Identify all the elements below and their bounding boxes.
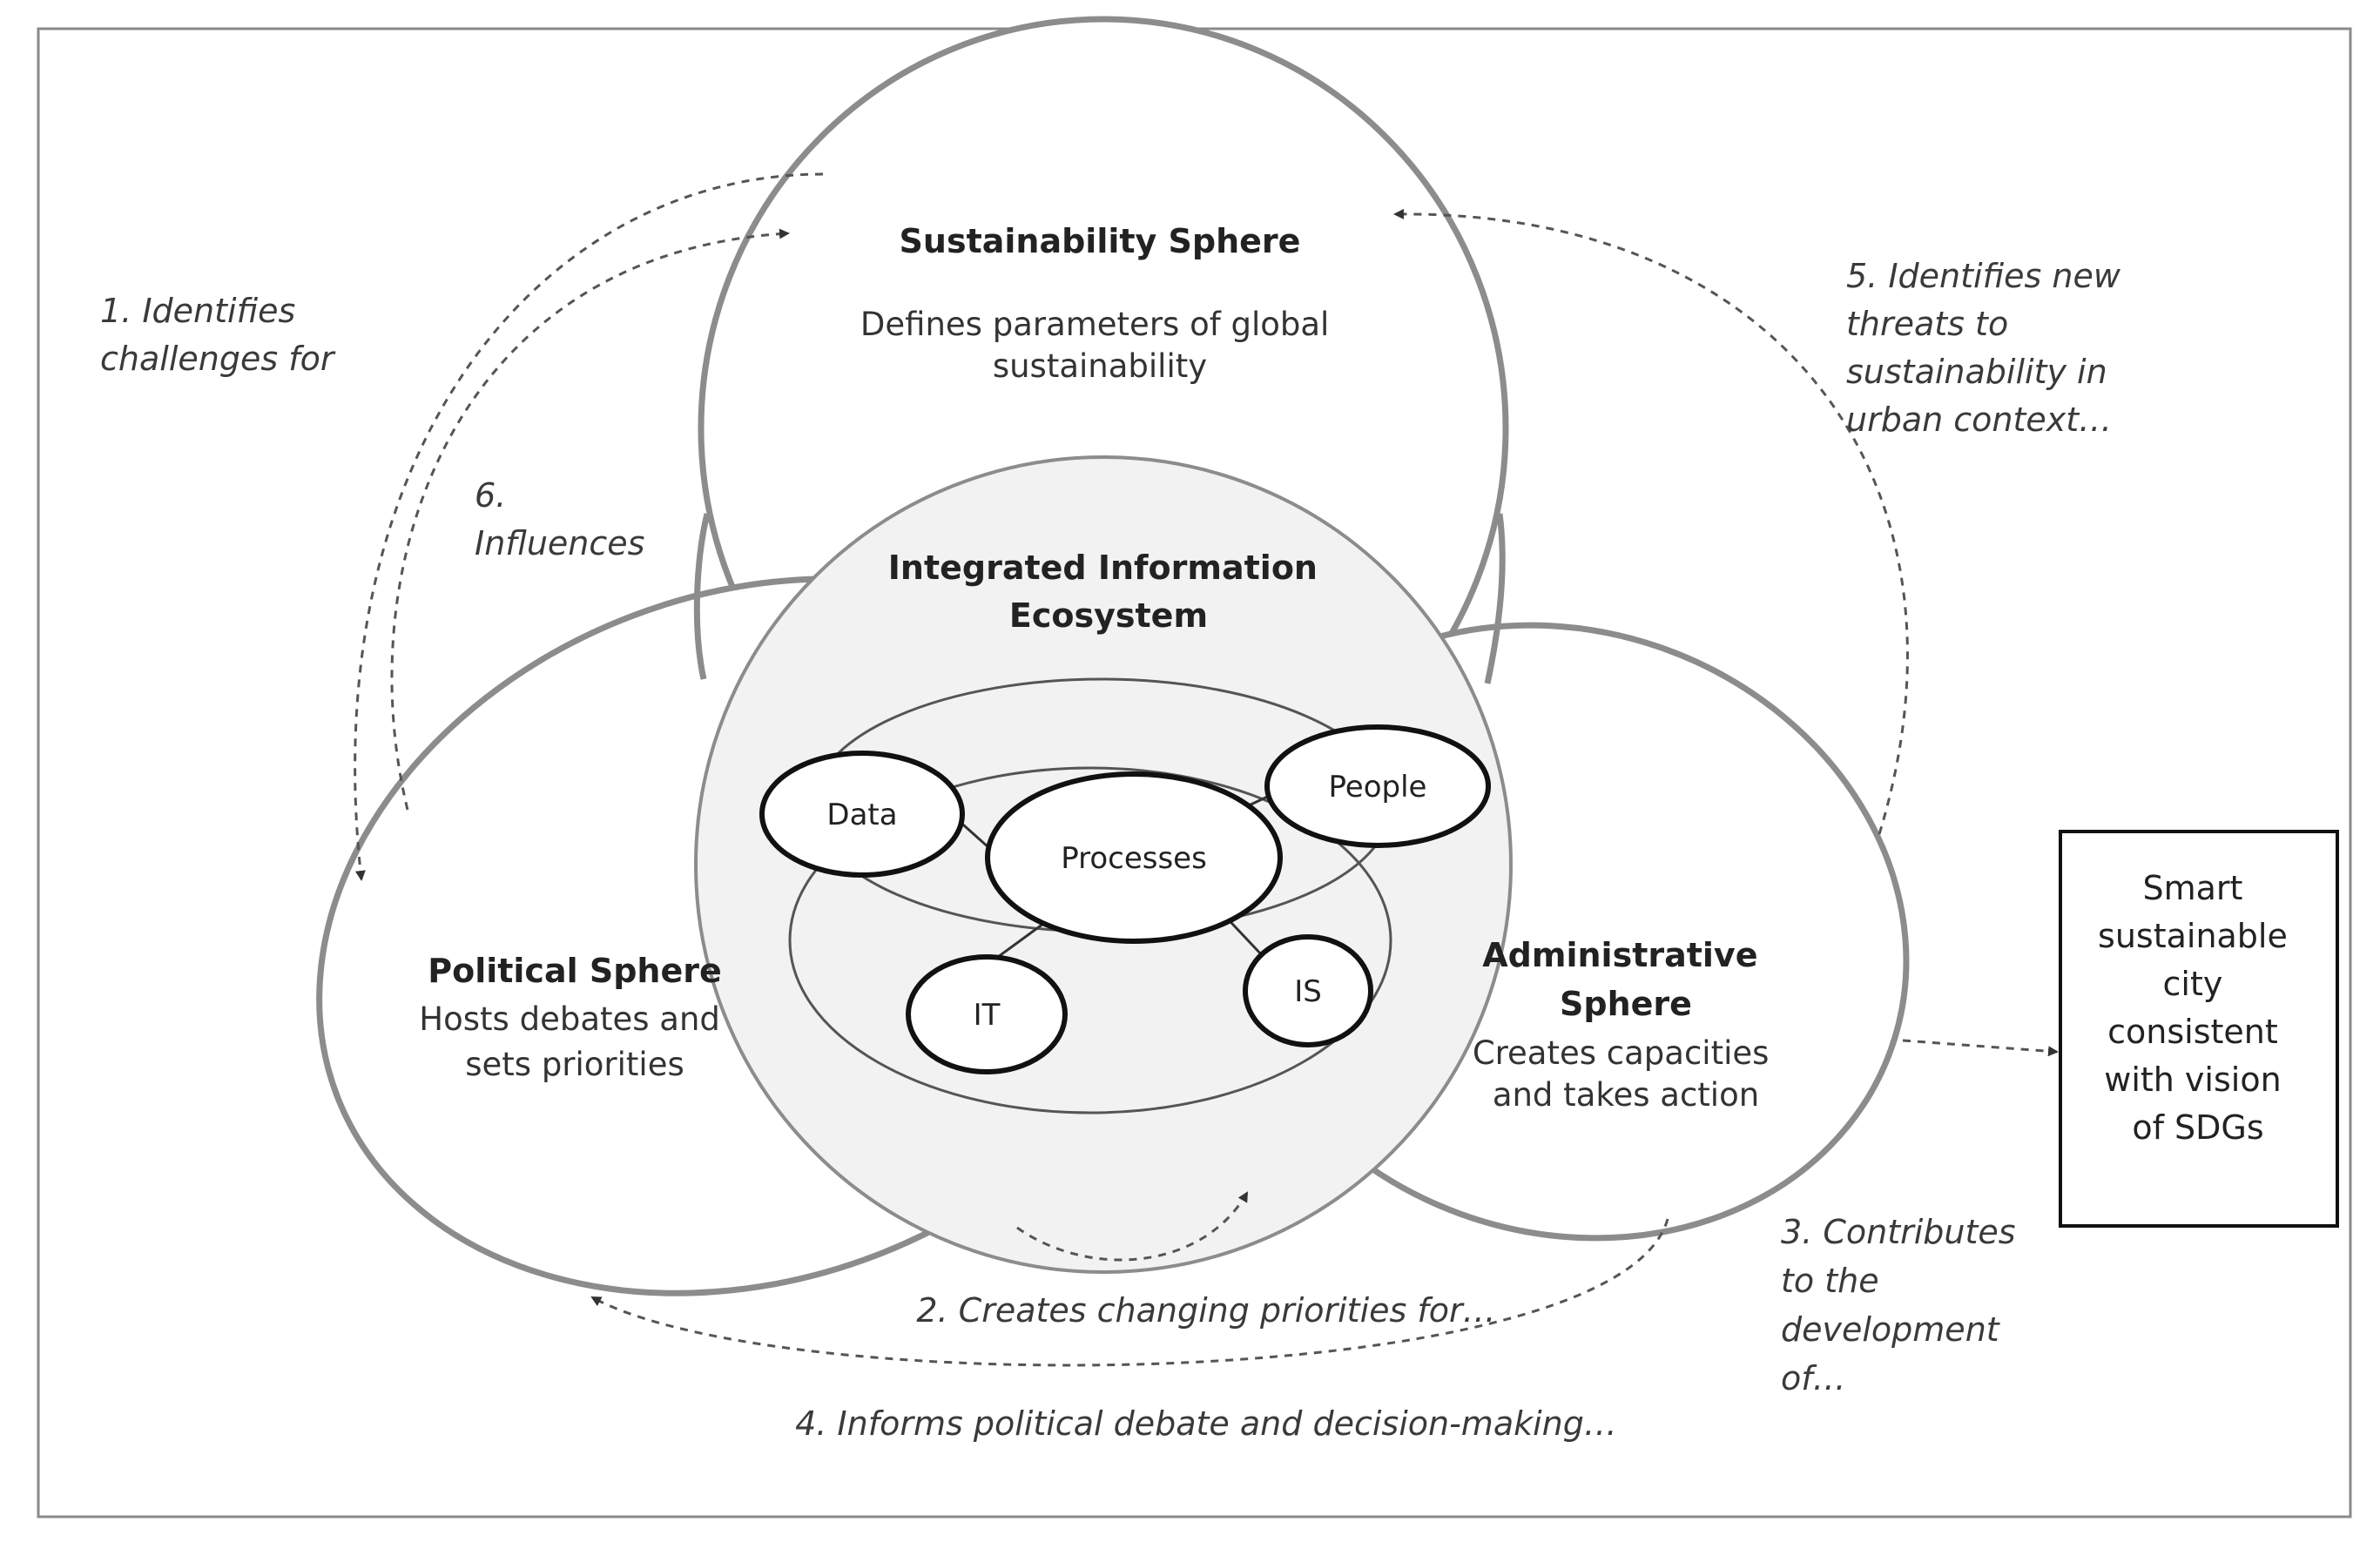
ecosystem-title-line-1: Integrated Information	[888, 549, 1318, 587]
svg-text:IS: IS	[1294, 974, 1322, 1009]
flow-arrow-1	[354, 172, 824, 881]
flow-label-5: 5. Identifies new threats to sustainabil…	[1846, 257, 2131, 439]
sustainability-sphere-description: Defines parameters of global sustainabil…	[860, 306, 1339, 385]
svg-text:Data: Data	[826, 798, 897, 832]
outcome-box-label: Smart sustainable city consistent with v…	[2098, 869, 2298, 1147]
administrative-sphere-title: Administrative Sphere	[1482, 936, 1769, 1023]
flow-label-6: 6. Influences	[475, 476, 644, 562]
ecosystem-title: Integrated Information Ecosystem	[888, 549, 1329, 635]
outcome-box	[2059, 830, 2339, 1228]
ecosystem-node-data: Data	[759, 751, 965, 878]
svg-text:IT: IT	[974, 998, 1001, 1033]
flow-label-2: 2. Creates changing priorities for…	[916, 1291, 1495, 1330]
flow-arrow-5	[1393, 208, 1909, 835]
ecosystem-node-is: IS	[1243, 934, 1373, 1047]
flow-label-1: 1. Identifies challenges for	[100, 292, 336, 378]
flow-label-3: 3. Contributes to the development of…	[1781, 1213, 2026, 1397]
flow-arrow-2	[1016, 1191, 1249, 1262]
ecosystem-node-processes: Processes	[985, 771, 1283, 944]
political-sphere-title: Political Sphere	[428, 952, 722, 990]
flow-arrow-4	[590, 1218, 1669, 1367]
svg-text:Processes: Processes	[1061, 841, 1207, 876]
svg-text:People: People	[1329, 770, 1427, 805]
flow-label-4: 4. Informs political debate and decision…	[795, 1404, 1617, 1443]
ecosystem-title-line-2: Ecosystem	[1009, 596, 1208, 635]
sustainability-sphere-title: Sustainability Sphere	[900, 222, 1301, 260]
administrative-sphere-description: Creates capacities and takes action	[1473, 1034, 1779, 1114]
political-sphere-description: Hosts debates and sets priorities	[419, 1000, 730, 1083]
sustainability-sphere-overlap-left	[693, 513, 711, 680]
ecosystem-inner-ring-lower	[788, 766, 1392, 1114]
sustainability-sphere-overlap-right	[1484, 513, 1506, 684]
ecosystem-node-it: IT	[906, 954, 1068, 1074]
ecosystem-node-people: People	[1264, 724, 1491, 848]
flow-arrow-3	[1902, 1039, 2059, 1057]
